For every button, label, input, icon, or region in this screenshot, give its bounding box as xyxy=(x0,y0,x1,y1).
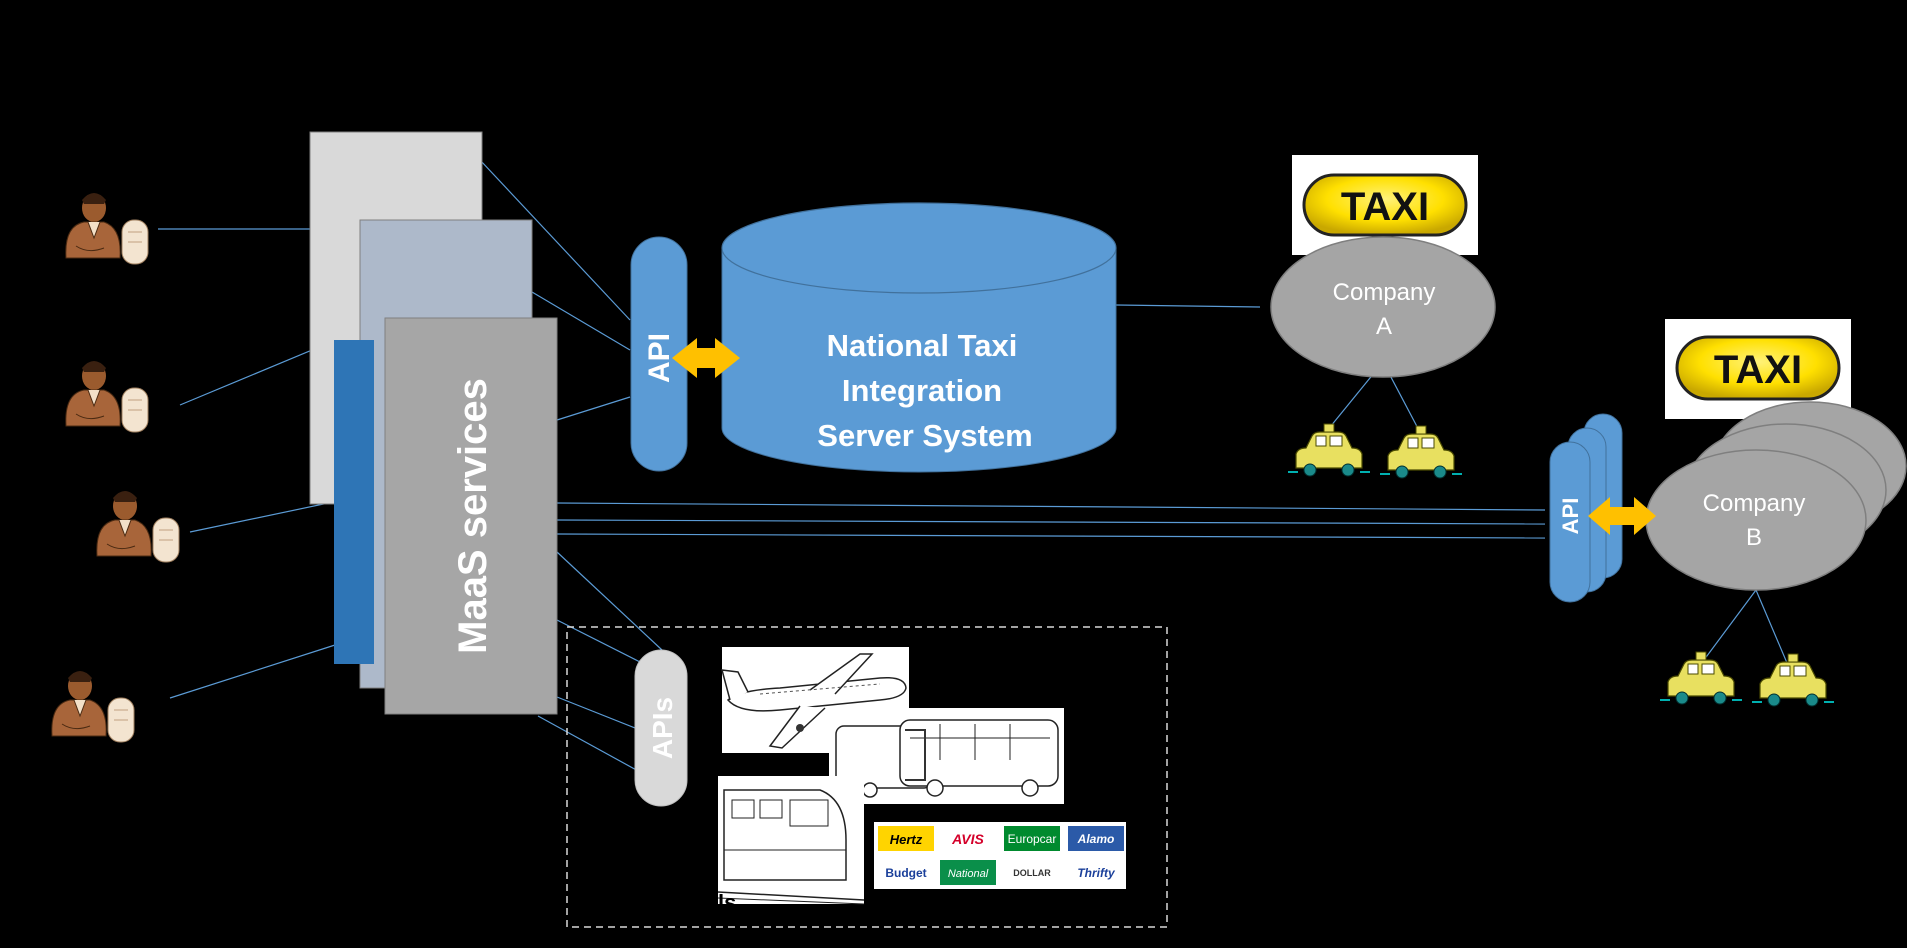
maas-panel-front xyxy=(384,317,558,715)
transport-apis xyxy=(634,649,688,807)
europcar-logo xyxy=(1004,826,1060,851)
company-b-line2: B xyxy=(1746,524,1762,551)
taxi-car-icon xyxy=(1659,651,1743,705)
bus-image xyxy=(829,708,1064,804)
company-b-api-label: API xyxy=(1558,498,1583,535)
maas-label: MaaS services xyxy=(451,378,495,654)
central-api-label: API xyxy=(643,333,676,383)
taxi-logo-a-text: TAXI xyxy=(1341,185,1429,229)
train-image: ls xyxy=(717,776,865,915)
connector-lines xyxy=(158,159,1791,773)
dollar-text: DOLLAR xyxy=(1013,868,1051,878)
db-title-line3: Server System xyxy=(817,418,1032,453)
transport-apis-label: APIs xyxy=(647,697,678,759)
national-taxi-server-db xyxy=(721,202,1117,473)
avis-logo xyxy=(940,826,996,851)
db-title-line2: Integration xyxy=(842,373,1002,408)
alamo-logo xyxy=(1068,826,1124,851)
company-a-node xyxy=(1270,236,1496,378)
other-transport-box xyxy=(566,626,1168,928)
user-icon xyxy=(65,360,149,433)
company-b-api xyxy=(1549,441,1591,603)
hertz-logo xyxy=(878,826,934,851)
taxi-car-icon xyxy=(1287,423,1371,477)
thrifty-text: Thrifty xyxy=(1077,866,1116,880)
taxi-car-icon xyxy=(1751,653,1835,707)
taxi-car-icon xyxy=(1379,425,1463,479)
maas-panel-strip xyxy=(334,340,374,664)
budget-text: Budget xyxy=(885,866,926,880)
taxi-logo-b xyxy=(1675,335,1841,401)
national-logo xyxy=(940,860,996,885)
api-db-double-arrow xyxy=(672,338,740,378)
dollar-logo xyxy=(1004,860,1060,885)
taxi-logo-a xyxy=(1302,173,1468,237)
rental-logos-panel: Hertz AVIS Europcar Alamo Budget Nationa… xyxy=(874,822,1126,889)
thrifty-logo xyxy=(1068,860,1124,885)
user-icon xyxy=(51,670,135,743)
budget-logo xyxy=(878,860,934,885)
company-b-line1: Company xyxy=(1703,490,1806,517)
avis-text: AVIS xyxy=(951,831,984,847)
alamo-text: Alamo xyxy=(1077,832,1115,846)
truncated-text: ls xyxy=(718,890,736,915)
company-a-line2: A xyxy=(1376,313,1392,340)
taxi-logo-b-text: TAXI xyxy=(1714,348,1802,392)
hertz-text: Hertz xyxy=(890,832,923,847)
users-group xyxy=(51,192,180,743)
europcar-text: Europcar xyxy=(1008,832,1057,846)
company-b-double-arrow xyxy=(1588,497,1656,535)
user-icon xyxy=(96,490,180,563)
national-text: National xyxy=(948,868,989,880)
company-a-line1: Company xyxy=(1333,279,1436,306)
company-b-node xyxy=(1645,449,1867,591)
db-title-line1: National Taxi xyxy=(827,328,1018,363)
user-icon xyxy=(65,192,149,265)
